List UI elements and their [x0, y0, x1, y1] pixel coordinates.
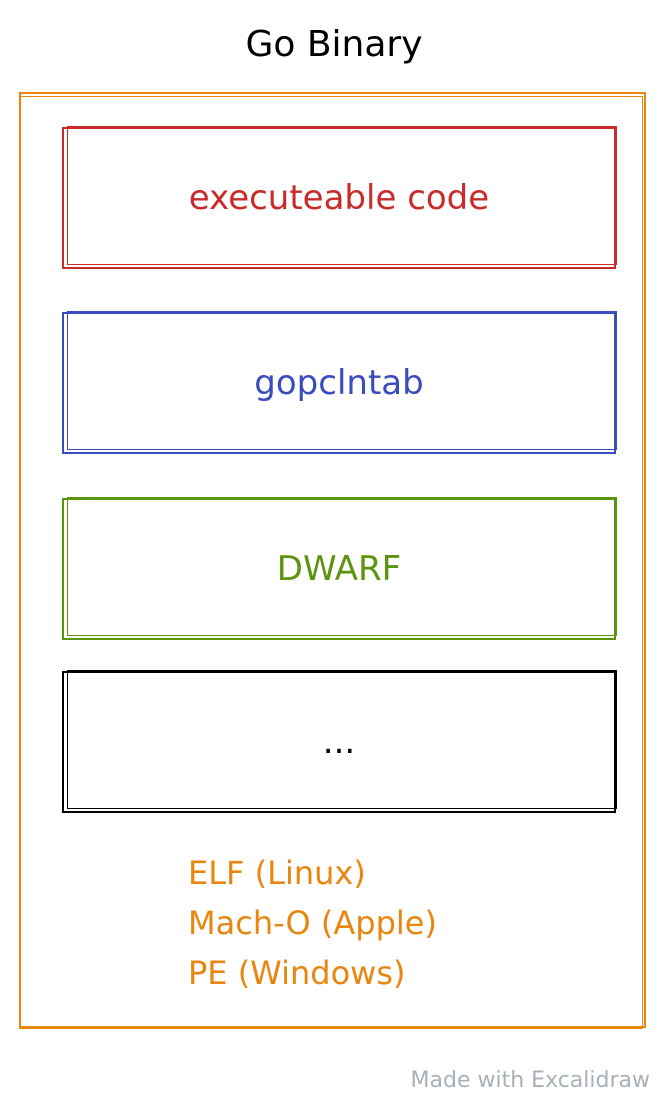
section-other: ...: [62, 670, 617, 813]
diagram-title: Go Binary: [245, 24, 423, 65]
section-dwarf: DWARF: [62, 497, 617, 640]
section-gopclntab-label: gopclntab: [254, 363, 424, 403]
section-other-label: ...: [322, 722, 356, 762]
section-executable-code-label: executeable code: [188, 178, 490, 218]
section-dwarf-label: DWARF: [276, 549, 402, 589]
format-pe: PE (Windows): [188, 954, 406, 992]
binary-formats-list: ELF (Linux) Mach-O (Apple) PE (Windows): [188, 848, 628, 998]
format-elf: ELF (Linux): [188, 854, 366, 892]
section-gopclntab: gopclntab: [62, 311, 617, 454]
section-executable-code: executeable code: [62, 126, 617, 269]
excalidraw-watermark: Made with Excalidraw: [410, 1068, 650, 1093]
format-macho: Mach-O (Apple): [188, 904, 437, 942]
